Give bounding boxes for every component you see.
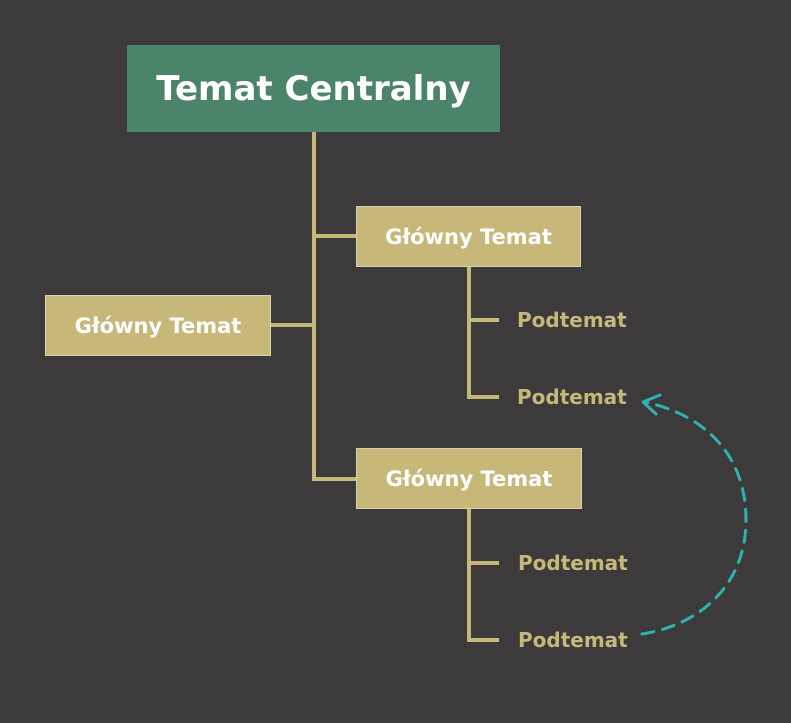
central-topic[interactable]: Temat Centralny	[127, 45, 500, 132]
main-topic-3[interactable]: Główny Temat	[356, 448, 582, 509]
subtopic-2[interactable]: Podtemat	[517, 385, 627, 409]
subtopic-1[interactable]: Podtemat	[517, 308, 627, 332]
main-topic-1[interactable]: Główny Temat	[356, 206, 581, 267]
relationship-arrowhead	[641, 393, 662, 416]
main-topic-2[interactable]: Główny Temat	[45, 295, 271, 356]
central-topic-label: Temat Centralny	[156, 68, 471, 109]
main-topic-label: Główny Temat	[74, 313, 242, 338]
subtopic-4[interactable]: Podtemat	[518, 628, 628, 652]
subtopic-3[interactable]: Podtemat	[518, 551, 628, 575]
relationship-arrow[interactable]	[640, 400, 748, 636]
main-topic-label: Główny Temat	[385, 224, 552, 249]
main-topic-label: Główny Temat	[385, 466, 553, 491]
